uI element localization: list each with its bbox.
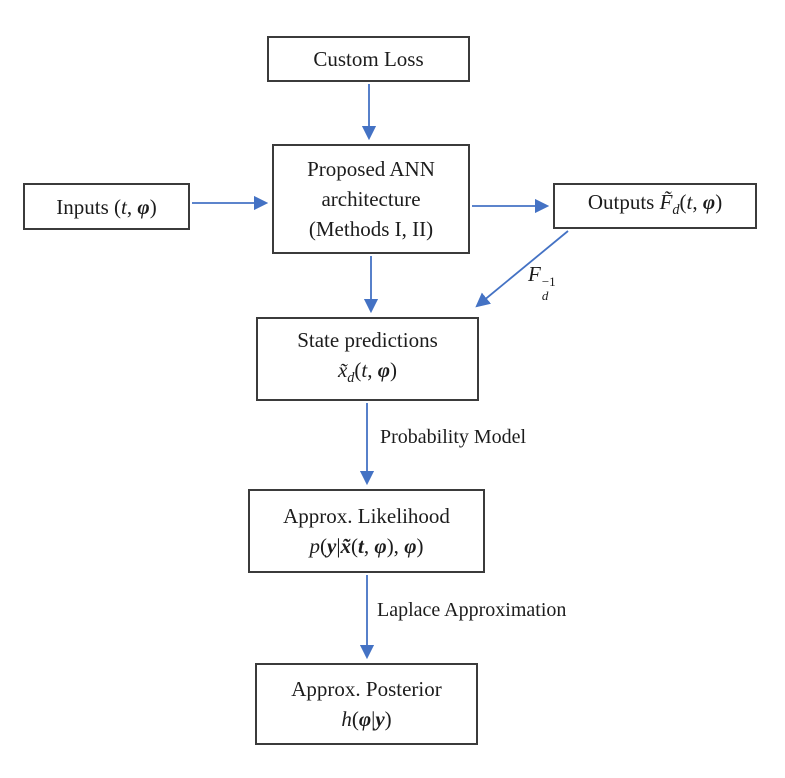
approx-likelihood-title: Approx. Likelihood	[283, 504, 450, 528]
approx-likelihood-formula: p(y|x̃(t, φ), φ)	[309, 534, 424, 558]
node-approx-posterior: Approx. Posterior h(φ|y)	[255, 663, 478, 745]
node-custom-loss: Custom Loss	[267, 36, 470, 82]
approx-posterior-title: Approx. Posterior	[291, 677, 442, 701]
node-inputs: Inputs (t, φ)	[23, 183, 190, 230]
node-state-predictions: State predictions x̃d(t, φ)	[256, 317, 479, 401]
outputs-label: Outputs F̃d(t, φ)	[587, 189, 723, 219]
edge-label-laplace-approximation: Laplace Approximation	[377, 599, 567, 621]
node-outputs: Outputs F̃d(t, φ)	[553, 183, 757, 229]
node-approx-likelihood: Approx. Likelihood p(y|x̃(t, φ), φ)	[248, 489, 485, 573]
inputs-label: Inputs (t, φ)	[56, 194, 157, 219]
edge-label-probability-model: Probability Model	[380, 426, 527, 448]
approx-posterior-formula: h(φ|y)	[341, 707, 392, 731]
state-predictions-formula: x̃d(t, φ)	[337, 357, 398, 387]
custom-loss-label: Custom Loss	[313, 47, 424, 71]
state-predictions-title: State predictions	[297, 327, 438, 352]
